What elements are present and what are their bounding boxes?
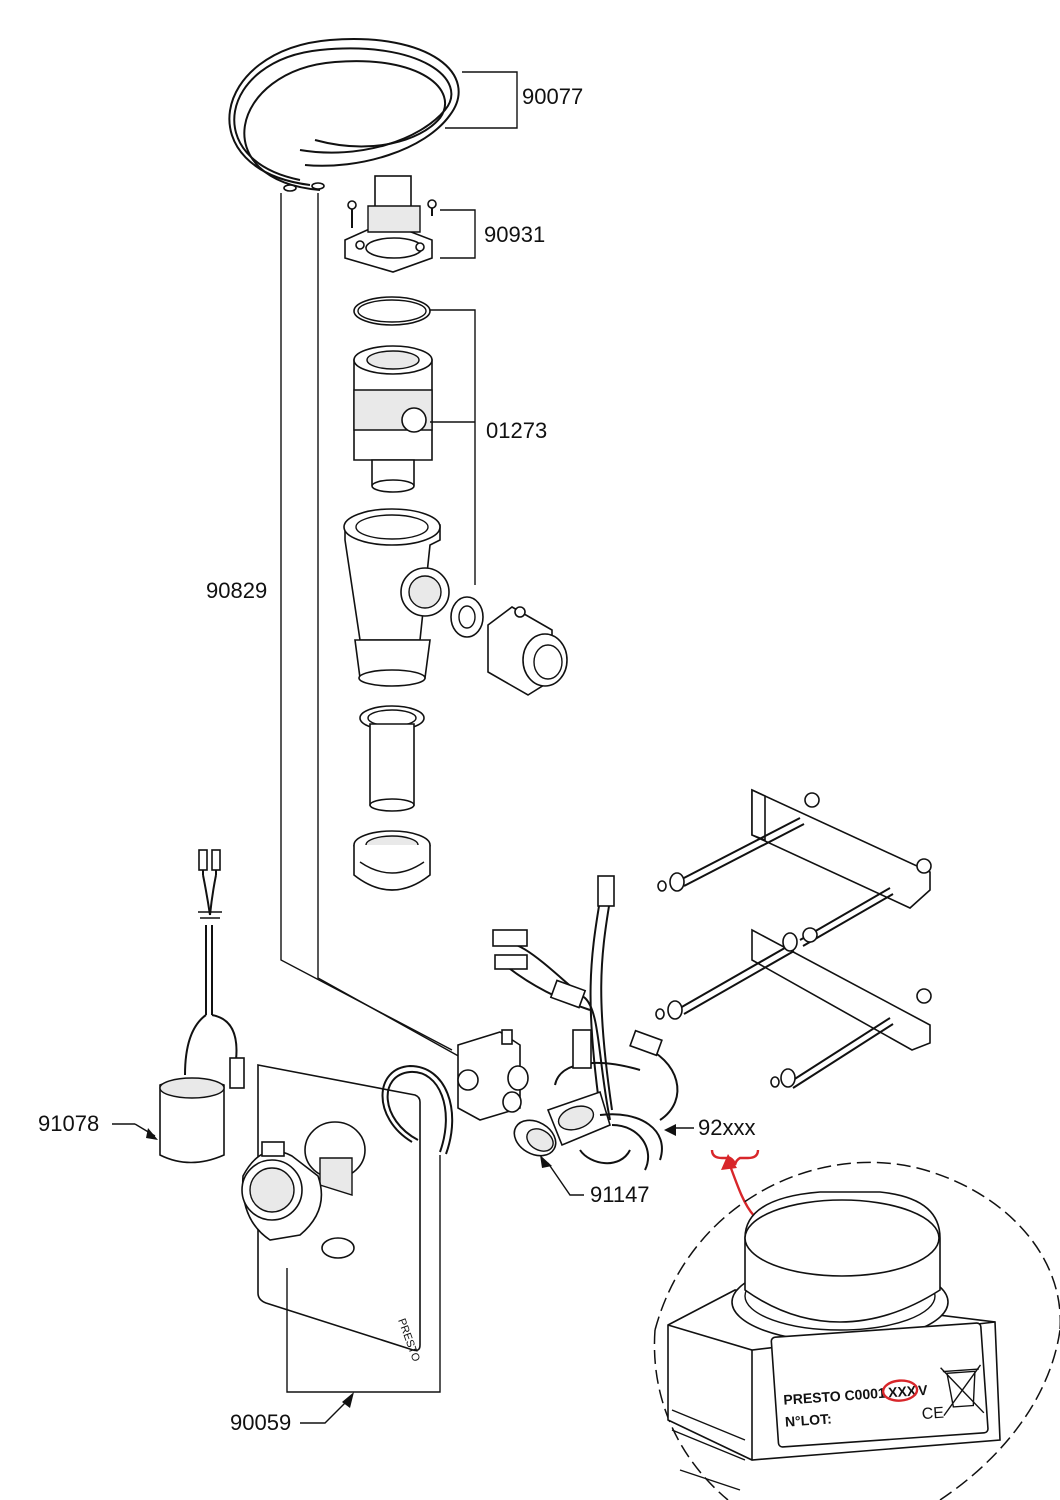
seal-ring [450, 596, 484, 638]
valve-cartridge [353, 296, 433, 493]
valve-body [343, 508, 450, 687]
tube-coil [228, 38, 460, 192]
retaining-clip [381, 1064, 454, 1155]
part-label-90059: 90059 [230, 1410, 291, 1435]
cover-plate: PRESTO [257, 1064, 422, 1364]
part-label-91078: 91078 [38, 1111, 99, 1136]
label-code-text: XXX [888, 1382, 918, 1400]
label-voltage-text: V [918, 1382, 929, 1399]
code-highlight-oval [881, 1379, 919, 1402]
product-label: PRESTO C0001 XXX V N°LOT: CE [770, 1322, 989, 1448]
detail-circle [653, 1161, 1060, 1500]
sleeve-tube [359, 705, 425, 812]
part-label-91147: 91147 [590, 1182, 650, 1207]
label-lot-text: N°LOT: [784, 1410, 832, 1429]
part-label-90931: 90931 [484, 222, 545, 247]
ce-mark: CE [921, 1405, 944, 1424]
part-label-01273: 01273 [486, 418, 547, 443]
battery-pack [159, 849, 245, 1164]
part-label-90829: 90829 [206, 578, 267, 603]
connector-block [457, 1029, 529, 1121]
electronic-module [492, 875, 679, 1171]
label-model-text: PRESTO C0001 [783, 1385, 887, 1408]
flush-button [241, 1141, 323, 1241]
mounting-frame [655, 788, 932, 1089]
crossed-bin-icon [940, 1364, 985, 1417]
enlarged-sensor-housing: PRESTO C0001 XXX V N°LOT: CE [667, 1191, 1001, 1491]
sensor-cap [513, 1119, 557, 1157]
part-label-90077: 90077 [522, 84, 583, 109]
solenoid-head [344, 175, 437, 273]
part-label-92xxx: 92xxx [698, 1115, 755, 1140]
code-bracket [710, 1149, 760, 1166]
outlet-union [487, 606, 568, 696]
compression-nut [353, 830, 431, 891]
